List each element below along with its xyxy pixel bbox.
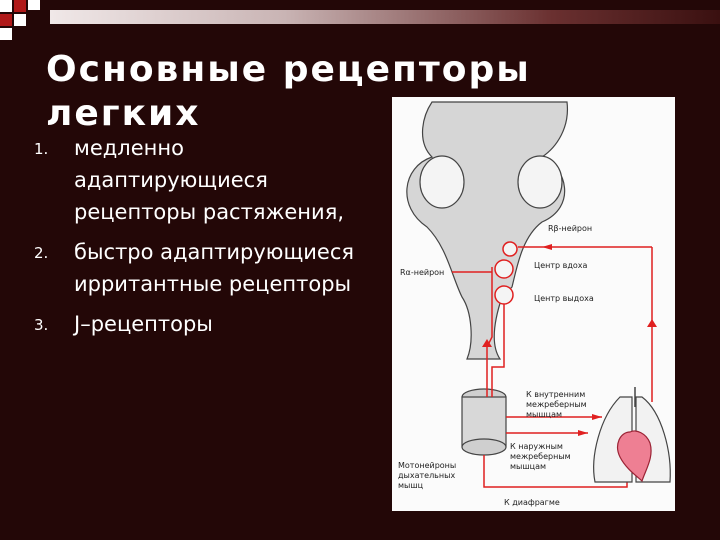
receptor-list: 1. медленно адаптирующиеся рецепторы рас… [30,132,360,348]
list-number: 3. [34,316,49,334]
exhale-center-circle [494,285,514,305]
label-internal-line3: мышцам [526,410,562,419]
neuron-rb-circle [502,241,518,257]
inhale-center-circle [494,259,514,279]
title-gradient-bar [50,10,720,24]
label-motoneurons-line3: мышц [398,481,424,490]
corner-square [14,14,26,26]
label-motoneurons-line2: дыхательных [398,471,455,480]
corner-square [0,0,12,12]
label-external-line3: мышцам [510,462,546,471]
list-text: медленно адаптирующиеся рецепторы растяж… [74,136,344,224]
list-item: 1. медленно адаптирующиеся рецепторы рас… [30,132,360,228]
label-external-line2: межреберным [510,452,571,461]
list-text: J–рецепторы [74,312,213,336]
corner-square [0,14,12,26]
slide-title: Основные рецепторы легких [46,49,531,134]
label-internal-line2: межреберным [526,400,587,409]
corner-square [0,28,12,40]
list-item: 3. J–рецепторы [30,308,360,340]
label-diaphragm: К диафрагме [504,498,560,507]
label-ra-neuron: Rα-нейрон [400,268,444,277]
corner-square [14,0,26,12]
brainstem [406,101,569,360]
label-exhale-center: Центр выдоха [534,294,594,303]
list-number: 1. [34,140,49,158]
corner-square [28,0,40,10]
cerebellum-lobe-left [419,155,465,209]
list-text: быстро адаптирующиеся ирритантные рецепт… [74,240,354,296]
label-motoneurons-line1: Мотонейроны [398,461,456,470]
list-item: 2. быстро адаптирующиеся ирритантные рец… [30,236,360,300]
list-number: 2. [34,244,49,262]
label-inhale-center: Центр вдоха [534,261,588,270]
label-external-line1: К наружным [510,442,563,451]
respiratory-center-diagram: Rβ-нейрон Rα-нейрон Центр вдоха Центр вы… [392,97,675,511]
label-internal-line1: К внутренним [526,390,585,399]
heart [617,430,652,483]
cerebellum-lobe-right [517,155,563,209]
label-rb-neuron: Rβ-нейрон [548,224,592,233]
